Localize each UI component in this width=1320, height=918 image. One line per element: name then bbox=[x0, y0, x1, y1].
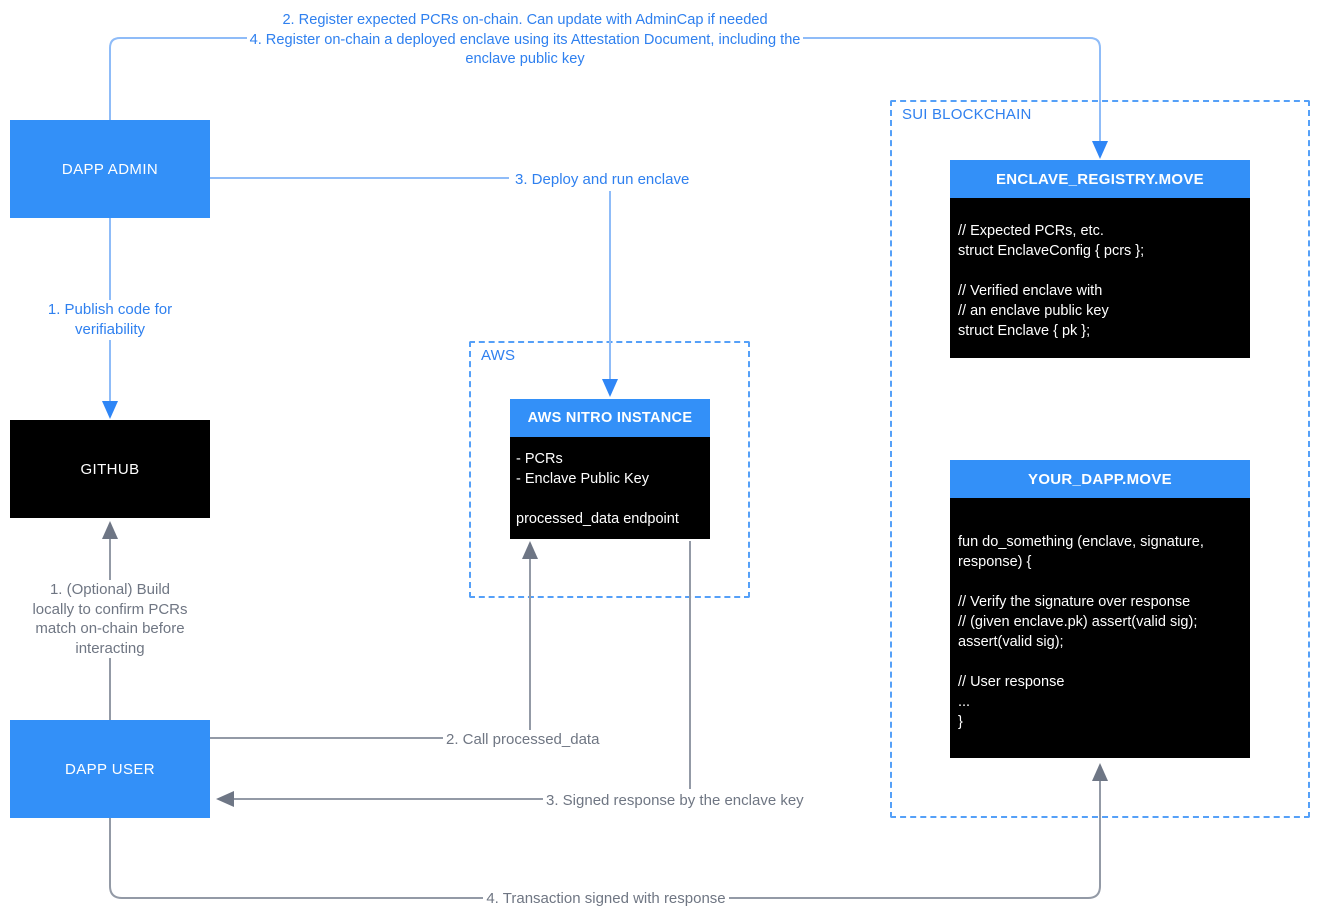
publish-code-label-wrap: 1. Publish code for verifiability bbox=[20, 300, 200, 340]
dapp-user-label: DAPP USER bbox=[64, 760, 156, 778]
signed-response-label-wrap: 3. Signed response by the enclave key bbox=[543, 791, 807, 811]
aws-nitro-title: AWS NITRO INSTANCE bbox=[510, 399, 710, 437]
arrow-left-user-icon bbox=[216, 791, 234, 807]
aws-nitro-instance-box: AWS NITRO INSTANCE - PCRs - Enclave Publ… bbox=[510, 399, 710, 539]
arrow-into-registry-icon bbox=[1092, 141, 1108, 159]
signed-response-label: 3. Signed response by the enclave key bbox=[543, 791, 807, 811]
call-processed-data-label-wrap: 2. Call processed_data bbox=[443, 730, 603, 750]
your-dapp-code: fun do_something (enclave, signature, re… bbox=[950, 498, 1250, 758]
enclave-registry-box: ENCLAVE_REGISTRY.MOVE // Expected PCRs, … bbox=[950, 160, 1250, 358]
github-node: GITHUB bbox=[10, 420, 210, 518]
deploy-enclave-label: 3. Deploy and run enclave bbox=[512, 170, 693, 190]
register-pcrs-label: 2. Register expected PCRs on-chain. Can … bbox=[282, 12, 768, 28]
arrow-into-github-icon bbox=[102, 401, 118, 419]
enclave-registry-title: ENCLAVE_REGISTRY.MOVE bbox=[950, 160, 1250, 198]
optional-build-label: 1. (Optional) Build locally to confirm P… bbox=[29, 580, 191, 658]
arrow-up-yourdapp-icon bbox=[1092, 763, 1108, 781]
transaction-signed-label-wrap: 4. Transaction signed with response bbox=[406, 889, 806, 909]
transaction-signed-label: 4. Transaction signed with response bbox=[483, 889, 729, 909]
sui-region-label: SUI BLOCKCHAIN bbox=[902, 106, 1032, 123]
enclave-registry-code: // Expected PCRs, etc. struct EnclaveCon… bbox=[950, 198, 1250, 358]
arrow-into-nitro-icon bbox=[602, 379, 618, 397]
register-enclave-label: 4. Register on-chain a deployed enclave … bbox=[246, 30, 804, 70]
aws-nitro-code: - PCRs - Enclave Public Key processed_da… bbox=[510, 437, 710, 539]
arrow-up-github-icon bbox=[102, 521, 118, 539]
aws-region-label: AWS bbox=[481, 347, 516, 364]
optional-build-label-wrap: 1. (Optional) Build locally to confirm P… bbox=[5, 580, 215, 658]
dapp-admin-label: DAPP ADMIN bbox=[61, 160, 159, 178]
github-label: GITHUB bbox=[80, 460, 140, 478]
your-dapp-box: YOUR_DAPP.MOVE fun do_something (enclave… bbox=[950, 460, 1250, 758]
dapp-user-node: DAPP USER bbox=[10, 720, 210, 818]
deploy-enclave-label-wrap: 3. Deploy and run enclave bbox=[512, 170, 693, 190]
arrow-up-nitro-icon bbox=[522, 541, 538, 559]
dapp-admin-node: DAPP ADMIN bbox=[10, 120, 210, 218]
publish-code-label: 1. Publish code for verifiability bbox=[44, 300, 176, 340]
top-edge-labels: 2. Register expected PCRs on-chain. Can … bbox=[200, 11, 850, 70]
call-processed-data-label: 2. Call processed_data bbox=[443, 730, 603, 750]
your-dapp-title: YOUR_DAPP.MOVE bbox=[950, 460, 1250, 498]
